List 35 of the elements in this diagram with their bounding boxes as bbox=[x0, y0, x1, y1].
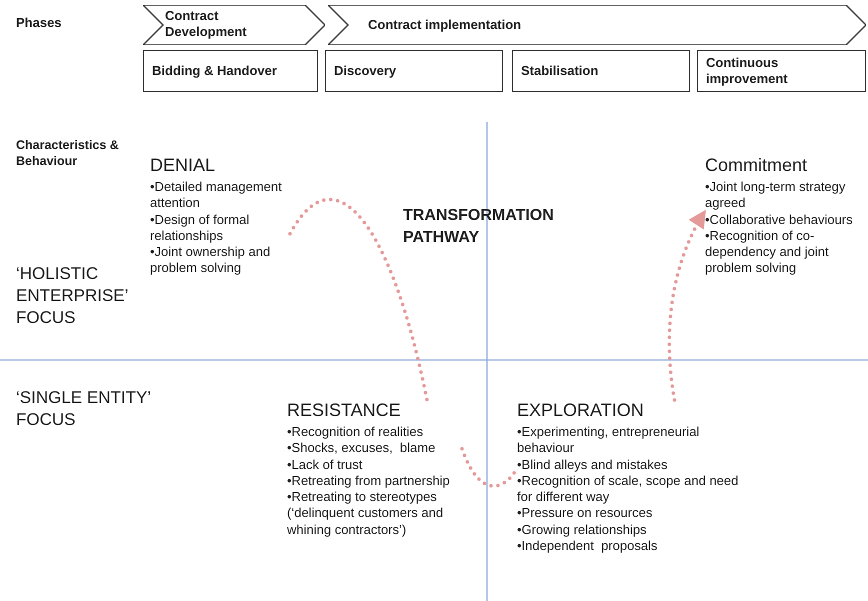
bullet-item: •Shocks, excuses, blame bbox=[287, 440, 436, 456]
dotted-line bbox=[460, 447, 519, 488]
bullet-item: •Collaborative behaviours bbox=[705, 212, 854, 228]
bullet-item: •Recognition of co-dependency and joint problem solving bbox=[705, 228, 830, 276]
row-label: Characteristics & Behaviour bbox=[16, 137, 120, 170]
bullet-item: •Blind alleys and mistakes bbox=[517, 456, 669, 473]
bullet-item: •Retreating to stereotypes (‘delinquent customers and whining contractors’) bbox=[287, 489, 444, 538]
phase-label: Contract Development bbox=[165, 8, 248, 40]
phase-label: Contract implementation bbox=[368, 17, 522, 33]
phase-box: Discovery bbox=[325, 50, 503, 92]
stage-heading: EXPLORATION bbox=[517, 400, 644, 421]
row-label: Phases bbox=[16, 15, 63, 30]
bullet-item: •Pressure on resources bbox=[517, 505, 654, 522]
bullet-item: •Recognition of realities bbox=[287, 424, 424, 440]
dotted-arrow bbox=[668, 209, 707, 402]
stage-heading: Commitment bbox=[705, 155, 808, 176]
bullet-item: •Joint long-term strategy agreed bbox=[705, 179, 846, 212]
bullet-item: •Joint ownership and problem solving bbox=[150, 244, 272, 276]
stage-heading: DENIAL bbox=[150, 155, 216, 176]
bullet-item: •Detailed management attention bbox=[150, 179, 283, 212]
bullet-item: •Design of formal relationships bbox=[150, 212, 250, 244]
bullet-item: •Independent proposals bbox=[517, 538, 658, 554]
dotted-line bbox=[288, 198, 429, 402]
phase-box: Continuous improvement bbox=[697, 50, 866, 92]
bullet-item: •Recognition of scale, scope and need for different way bbox=[517, 472, 740, 506]
row-label: ‘SINGLE ENTITY’ FOCUS bbox=[16, 387, 152, 432]
bullet-item: •Lack of trust bbox=[287, 456, 364, 473]
bullet-item: •Retreating from partnership bbox=[287, 472, 451, 489]
phase-box: Bidding & Handover bbox=[143, 50, 318, 92]
row-label: ‘HOLISTIC ENTERPRISE’ FOCUS bbox=[16, 263, 129, 330]
stage-heading: RESISTANCE bbox=[287, 400, 401, 421]
bullet-item: •Experimenting, entrepreneurial behaviour bbox=[517, 424, 700, 456]
phase-box: Stabilisation bbox=[512, 50, 690, 92]
bullet-item: •Growing relationships bbox=[517, 522, 648, 538]
diagram-heading: TRANSFORMATION PATHWAY bbox=[403, 206, 555, 248]
